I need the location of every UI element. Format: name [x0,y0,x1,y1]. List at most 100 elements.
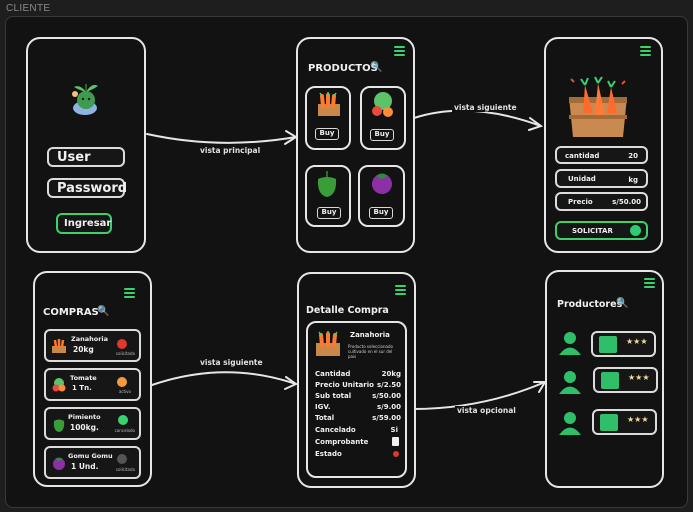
productos-title: PRODUCTOS [308,63,378,74]
list-icon [601,372,619,389]
carrot-crate-icon [52,339,66,353]
producer-avatar-icon [559,332,581,355]
carrot-crate-icon [316,331,340,356]
arrow-label-vista-siguiente: vista siguiente [452,103,519,112]
detalle-producto-screen [544,37,663,253]
product-card-mangosteen[interactable] [358,165,405,227]
detalle-compra-card [306,321,407,478]
status-dot [393,451,399,457]
search-icon[interactable]: 🔍 [97,306,110,317]
menu-icon[interactable] [644,278,655,288]
detalle-row-label: Comprobante [315,438,369,446]
ingresar-button[interactable]: Ingresar [56,213,112,234]
buy-button-pepper[interactable]: Buy [317,207,341,219]
detalle-row-label: Precio Unitario [315,381,374,389]
user-field[interactable]: User [47,147,125,167]
mangosteen-icon [53,457,65,470]
precio-label: Precio [568,198,593,206]
detalle-row-label: Total [315,414,335,422]
tomato-lettuce-icon [52,378,66,392]
detalle-row-label: IGV. [315,403,331,411]
green-pepper-icon [53,419,65,432]
arrow-login-to-productos [146,133,297,144]
carrot-crate-large-icon [569,76,627,137]
precio-value: s/50.00 [612,198,641,206]
producer-avatar-icon [559,412,581,435]
compra-item-zanahoria[interactable]: Zanahoria 20kg solicitada [44,329,141,362]
compra-item-qty: 100kg. [70,423,99,432]
frame-title: CLIENTE [6,3,51,14]
search-icon[interactable]: 🔍 [370,62,383,73]
compra-item-status: solicitada [115,351,135,356]
productores-title: Productores [557,299,623,310]
menu-icon[interactable] [124,288,135,298]
rating-stars: ★★★ [628,373,650,382]
producer-card-2[interactable]: ★★★ [593,367,658,393]
arrow-label-vista-opcional: vista opcional [455,406,518,415]
producer-card-3[interactable]: ★★★ [592,409,657,435]
detalle-row-value: s/2.50 [377,381,401,389]
detalle-row-label: Estado [315,450,342,458]
arrow-label-vista-siguiente-2: vista siguiente [198,358,265,367]
status-dot [117,377,127,387]
rating-stars: ★★★ [627,415,649,424]
status-dot [117,454,127,464]
detalle-product-desc: Producto seleccionado cultivado en el su… [348,344,393,359]
compra-item-status: solicitada [115,467,135,472]
arrow-label-vista-principal: vista principal [198,146,263,155]
detalle-product-name: Zanahoria [350,331,390,339]
compra-item-status: cancelado [114,428,135,433]
lettuce-tomato-icon [372,92,393,117]
password-field[interactable]: Password [47,178,128,198]
detalle-row-value: s/50.00 [372,392,401,400]
compra-item-status: activo [118,389,131,394]
detalle-row-value: s/9.00 [377,403,401,411]
detalle-row-value: 20kg [381,370,401,378]
list-icon [600,414,618,431]
unidad-value: kg [628,176,638,184]
compra-item-name: Zanahoria [71,335,109,343]
password-field-label: Password [57,181,128,196]
unidad-field[interactable]: Unidad kg [555,169,648,188]
producer-card-1[interactable]: ★★★ [591,331,656,357]
compra-item-gomu-gomu[interactable]: Gomu Gomu 1 Und. solicitada [44,446,141,479]
compra-item-name: Pimiento [68,413,101,421]
user-field-label: User [57,150,91,165]
detalle-row-label: Sub total [315,392,352,400]
precio-field[interactable]: Precio s/50.00 [555,192,648,211]
menu-icon[interactable] [395,285,406,295]
producer-avatar-icon [559,371,581,394]
compra-item-pimiento[interactable]: Pimiento 100kg. cancelado [44,407,141,440]
menu-icon[interactable] [640,46,651,56]
mangosteen-icon [372,173,392,194]
unidad-label: Unidad [568,175,596,183]
detalle-compra-title: Detalle Compra [306,305,389,316]
compra-item-name: Gomu Gomu [68,452,113,460]
cantidad-label: cantidad [565,152,600,160]
detalle-row-label: Cantidad [315,370,351,378]
menu-icon[interactable] [394,46,405,56]
compra-item-qty: 1 Und. [71,462,99,471]
search-icon[interactable]: 🔍 [616,298,629,309]
green-pepper-icon [317,171,337,197]
list-icon [599,336,617,353]
compra-item-qty: 20kg [73,345,94,354]
buy-button-carrot[interactable]: Buy [315,128,339,140]
document-icon[interactable] [392,437,399,446]
status-dot [117,339,127,349]
ingresar-button-label: Ingresar [64,218,112,229]
whatsapp-icon [630,225,641,236]
detalle-row-value: s/59.00 [372,414,401,422]
farmer-plant-icon [72,84,98,115]
compra-item-name: Tomate [70,374,97,382]
status-dot [118,415,128,425]
compra-item-tomate[interactable]: Tomate 1 Tn. activo [44,368,141,401]
rating-stars: ★★★ [626,337,648,346]
detalle-row-value: Si [390,426,398,434]
compra-item-qty: 1 Tn. [72,384,92,392]
buy-button-mangosteen[interactable]: Buy [369,207,393,219]
cantidad-field[interactable]: cantidad 20 [555,146,648,164]
solicitar-button[interactable]: SOLICITAR [555,221,648,240]
buy-button-lettuce[interactable]: Buy [370,129,394,141]
